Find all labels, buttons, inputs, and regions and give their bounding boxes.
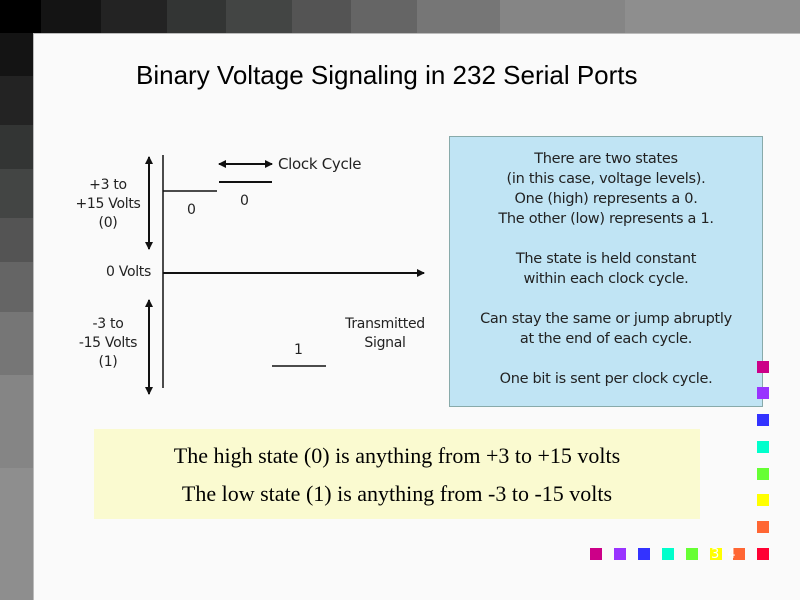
nav-square[interactable] <box>662 548 678 564</box>
high-range-line: +15 Volts <box>75 196 141 212</box>
low-range-line: (1) <box>98 354 118 370</box>
low-range-line: -3 to <box>92 316 124 332</box>
bit-label: 1 <box>294 342 303 358</box>
slide-title: Binary Voltage Signaling in 232 Serial P… <box>136 60 638 90</box>
info-line: One (high) represents a 0. <box>514 191 698 207</box>
summary-box: The high state (0) is anything from +3 t… <box>94 429 700 519</box>
info-line: within each clock cycle. <box>523 271 689 287</box>
summary-line: The low state (1) is anything from -3 to… <box>181 481 613 506</box>
info-paragraph: Can stay the same or jump abruptly at th… <box>450 309 762 349</box>
info-line: The other (low) represents a 1. <box>498 211 714 227</box>
nav-square[interactable] <box>757 441 773 457</box>
low-range-line: -15 Volts <box>78 335 138 351</box>
info-line: at the end of each cycle. <box>519 331 693 347</box>
bit-label: 0 <box>240 193 249 209</box>
high-range-line: (0) <box>98 215 118 231</box>
info-line: There are two states <box>534 151 678 167</box>
nav-square[interactable] <box>757 361 773 377</box>
nav-square[interactable] <box>757 414 773 430</box>
nav-square[interactable] <box>757 494 773 510</box>
high-range-label: +3 to +15 Volts (0) <box>70 176 146 233</box>
nav-square[interactable] <box>638 548 654 564</box>
nav-square[interactable] <box>590 548 606 564</box>
info-paragraph: There are two states (in this case, volt… <box>450 149 762 229</box>
nav-square[interactable] <box>757 387 773 403</box>
info-box: There are two states (in this case, volt… <box>449 136 763 407</box>
info-paragraph: One bit is sent per clock cycle. <box>450 369 762 389</box>
low-range-label: -3 to -15 Volts (1) <box>70 315 146 372</box>
transmitted-signal-line: Transmitted <box>345 316 425 332</box>
nav-square[interactable] <box>757 548 773 564</box>
bit-label: 0 <box>187 202 196 218</box>
info-line: Can stay the same or jump abruptly <box>480 311 732 327</box>
info-line: One bit is sent per clock cycle. <box>499 371 713 387</box>
nav-square[interactable] <box>614 548 630 564</box>
info-line: (in this case, voltage levels). <box>506 171 706 187</box>
zero-volts-label: 0 Volts <box>106 264 151 280</box>
summary-line: The high state (0) is anything from +3 t… <box>173 443 621 468</box>
nav-square[interactable] <box>757 521 773 537</box>
transmitted-signal-label: Transmitted Signal <box>332 315 438 353</box>
high-range-line: +3 to <box>89 177 127 193</box>
nav-square[interactable] <box>686 548 702 564</box>
info-line: The state is held constant <box>515 251 697 267</box>
info-paragraph: The state is held constant within each c… <box>450 249 762 289</box>
transmitted-signal-line: Signal <box>364 335 406 351</box>
nav-square[interactable] <box>757 468 773 484</box>
slide-number: 34 <box>711 547 744 562</box>
clock-cycle-label: Clock Cycle <box>278 155 362 173</box>
